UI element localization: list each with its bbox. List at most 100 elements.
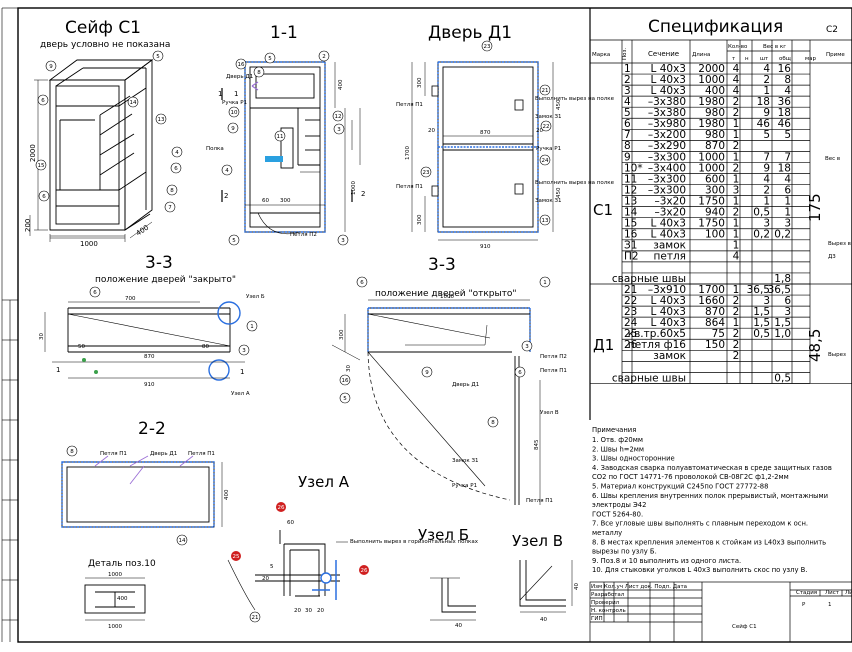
spec-cell-obsh: 4 — [784, 173, 791, 185]
dim-door-450b: 450 — [556, 187, 562, 198]
svg-text:9: 9 — [49, 64, 53, 70]
section-33a-title: 3-3 — [145, 253, 173, 273]
dim-a-5: 5 — [270, 564, 274, 570]
svg-text:2: 2 — [322, 54, 326, 60]
spec-cell-poz: 2 — [624, 74, 631, 86]
node-c-view — [519, 560, 573, 613]
svg-text:23: 23 — [484, 44, 491, 50]
note-line: 4. Заводская сварка полуавтоматическая в… — [592, 464, 832, 472]
safe-note: дверь условно не показана — [40, 40, 170, 50]
safe-callouts — [35, 50, 183, 213]
label-petlya-11: Петля П2 — [290, 232, 317, 238]
svg-text:7: 7 — [168, 205, 172, 211]
svg-text:11: 11 — [277, 134, 284, 140]
spec-cell-sech: петля ф16 — [628, 339, 686, 351]
dim-det-1000b: 1000 — [108, 624, 122, 630]
spec-cell-sht: 3 — [763, 295, 770, 307]
svg-text:1: 1 — [250, 324, 254, 330]
dim-c-40a: 40 — [540, 617, 547, 623]
label-petlya-22b: Петля П1 — [188, 451, 215, 457]
svg-text:23: 23 — [423, 170, 430, 176]
svg-text:1: 1 — [218, 90, 222, 98]
svg-text:5: 5 — [268, 56, 272, 62]
note-line: СО2 по ГОСТ 14771-76 проволокой СВ-08Г2С… — [592, 473, 789, 481]
label-petlya-door-2: Петля П1 — [396, 184, 423, 190]
spec-cell-t: 4 — [733, 85, 740, 97]
spec-cell-obsh: 6 — [784, 295, 791, 307]
spec-cell-sht: 46 — [757, 118, 771, 130]
side-vyrez: Вырез — [828, 352, 846, 358]
stamp-razrab: Разработал — [591, 592, 625, 598]
svg-text:6: 6 — [360, 280, 364, 286]
spec-cell-dl: 1000 — [698, 151, 725, 163]
spec-cell-dl: 1660 — [698, 295, 725, 307]
spec-cell-sech: –3x400 — [648, 162, 686, 174]
svg-text:3: 3 — [341, 238, 345, 244]
spec-cell-poz: 21 — [624, 284, 637, 296]
label-uzel-b: Узел Б — [246, 294, 265, 300]
side-ves: Вес в — [825, 156, 840, 162]
svg-text:3: 3 — [337, 127, 341, 133]
dim-door-910: 910 — [480, 244, 491, 250]
spec-cell-obsh: 1 — [784, 195, 791, 207]
spec-cell-obsh: 1,8 — [774, 273, 791, 285]
svg-text:12: 12 — [335, 114, 342, 120]
spec-cell-dl: 150 — [705, 339, 725, 351]
spec-cell-dl: 600 — [705, 173, 725, 185]
spec-cell-t: 1 — [733, 229, 740, 241]
spec-cell-poz: 24 — [624, 317, 638, 329]
svg-text:1: 1 — [543, 280, 547, 286]
note-line: 6. Швы крепления внутренних полок прерыв… — [592, 492, 828, 500]
dim-33b-845: 845 — [534, 439, 540, 450]
spec-cell-sech: L 40x3 — [651, 63, 686, 75]
spec-cell-sech: кв.тр.60x5 — [628, 328, 686, 340]
dim-door-20a: 20 — [428, 128, 435, 134]
spec-cell-obsh: 0,2 — [774, 229, 791, 241]
dim-33a-700: 700 — [125, 296, 136, 302]
node-a-title: Узел А — [298, 473, 350, 491]
door-swing-arc — [367, 351, 511, 501]
label-petlya-33b-3: Петля П1 — [526, 498, 553, 504]
label-uzel-v: Узел В — [540, 410, 559, 416]
spec-cell-t: 1 — [733, 173, 740, 185]
spec-cell-poz: 14 — [624, 207, 638, 219]
dim-det-1000: 1000 — [108, 572, 122, 578]
dim-c-40b: 40 — [574, 583, 580, 590]
section-22-view — [61, 461, 215, 528]
section-33a-view — [67, 307, 231, 353]
spec-cell-sht: 18 — [757, 96, 770, 108]
dim-door-450a: 450 — [556, 99, 562, 110]
svg-text:6: 6 — [41, 98, 45, 104]
spec-cell-sht: 1,5 — [753, 317, 770, 329]
label-zamok-door-2: Замок З1 — [535, 198, 562, 204]
spec-cell-dl: 2000 — [698, 63, 725, 75]
stamp-list: Лист — [825, 590, 840, 596]
spec-cell-t: 2 — [733, 207, 740, 219]
safe-dimensions — [29, 79, 153, 242]
node-c-title: Узел В — [512, 532, 563, 550]
spec-cell-sht: 4 — [763, 63, 770, 75]
spec-cell-poz: 9 — [624, 151, 631, 163]
dim-door-300a: 300 — [417, 77, 423, 88]
note-line: вырезы по узлу Б. — [592, 548, 657, 556]
spec-cell-sht: 0,5 — [753, 328, 770, 340]
spec-cell-poz: З1 — [624, 240, 637, 252]
node-b-ring-a — [217, 301, 241, 325]
label-petlya-33b-1: Петля П2 — [540, 354, 567, 360]
spec-cell-sht: 0,2 — [753, 229, 770, 241]
safe-isometric-view — [48, 59, 154, 237]
spec-cell-sht: 1 — [763, 195, 770, 207]
spec-cell-poz: П2 — [624, 251, 639, 263]
note-line: 9. Поз.8 и 10 выполнить из одного листа. — [592, 557, 741, 565]
label-petlya-22a: Петля П1 — [100, 451, 127, 457]
spec-cell-obsh: 3 — [784, 218, 791, 230]
section-33b-dims — [331, 299, 541, 505]
spec-cell-poz: 8 — [624, 140, 631, 152]
spec-cell-poz: 13 — [624, 195, 637, 207]
spec-cell-dl: 870 — [705, 306, 725, 318]
spec-cell-t: 2 — [733, 350, 740, 362]
dim-1000: 1000 — [80, 240, 98, 248]
svg-text:21: 21 — [542, 88, 549, 94]
spec-cell-t: 2 — [733, 306, 740, 318]
spec-cell-poz: 16 — [624, 229, 638, 241]
